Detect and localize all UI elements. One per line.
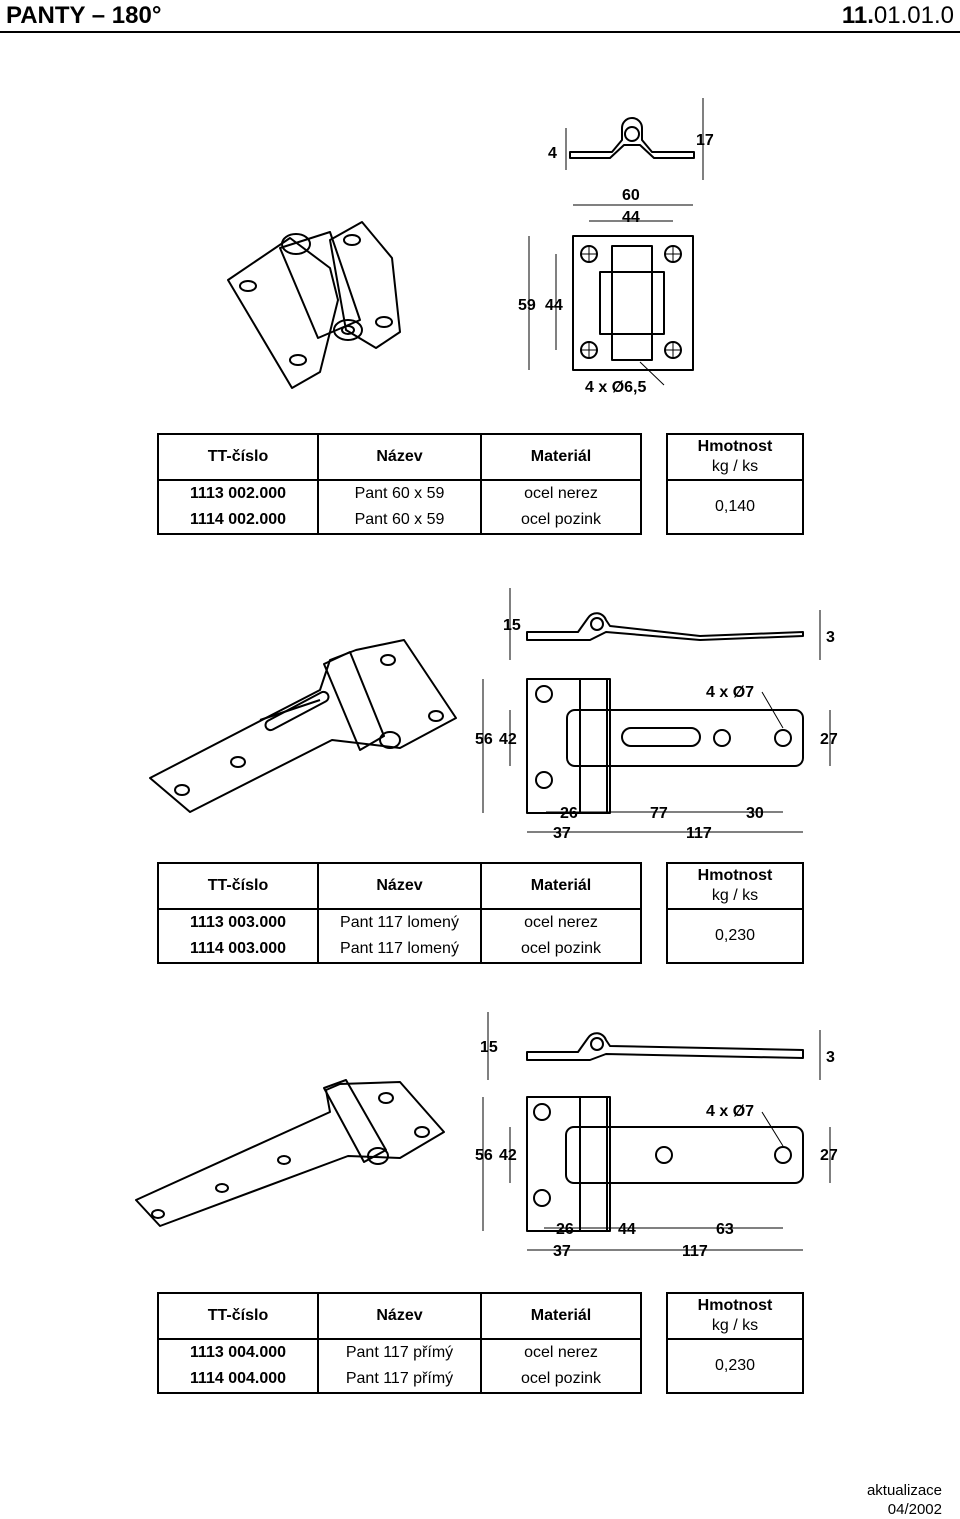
product-material: ocel nerez xyxy=(480,908,642,936)
table-gap xyxy=(641,434,667,480)
dim-width-outer-label: 60 xyxy=(622,187,640,204)
col-tt: TT-číslo xyxy=(157,433,319,481)
dim-holes-label: 4 x Ø6,5 xyxy=(585,379,646,396)
tt-number: 1114 004.000 xyxy=(157,1366,319,1394)
table-gap xyxy=(641,909,667,936)
table-gap xyxy=(641,1366,667,1393)
dim-width-inner-label: 44 xyxy=(622,209,640,226)
weight-unit: kg / ks xyxy=(711,1317,759,1334)
weight-unit: kg / ks xyxy=(711,458,759,475)
col-material: Materiál xyxy=(480,1292,642,1340)
product-material: ocel pozink xyxy=(480,1366,642,1394)
dim-37-label: 37 xyxy=(553,1243,571,1260)
dim-top-left-label: 15 xyxy=(480,1039,498,1056)
catalog-code-bold: 11. xyxy=(841,2,874,29)
tt-number: 1113 002.000 xyxy=(157,479,319,507)
col-tt: TT-číslo xyxy=(157,1292,319,1340)
page-header: PANTY – 180° 11.01.01.0 xyxy=(0,0,960,33)
product-material: ocel pozink xyxy=(480,507,642,535)
col-weight: Hmotnost kg / ks xyxy=(666,433,804,481)
footer-update-label: aktualizace xyxy=(866,1482,942,1499)
col-tt: TT-číslo xyxy=(157,862,319,910)
col-name: Název xyxy=(317,862,482,910)
product-material: ocel nerez xyxy=(480,1338,642,1366)
tt-number: 1113 004.000 xyxy=(157,1338,319,1366)
dim-height-outer-label: 56 xyxy=(475,731,493,748)
hinge-117-bent-iso-sketch xyxy=(149,639,457,813)
weight-unit: kg / ks xyxy=(711,887,759,904)
table-gap xyxy=(641,1293,667,1339)
product-name: Pant 117 lomený xyxy=(317,908,482,936)
hinge-60x59-drawing: 4 17 60 44 59 44 4 x Ø6,5 xyxy=(227,98,714,396)
catalog-code-rest: 01.01.0 xyxy=(873,2,954,29)
hinge-117-straight-drawing: 15 3 4 x Ø7 56 42 27 26 44 63 37 117 xyxy=(135,1012,838,1260)
table-gap xyxy=(641,863,667,909)
dim-63-label: 63 xyxy=(716,1221,734,1238)
tt-number: 1113 003.000 xyxy=(157,908,319,936)
footer-update-date: 04/2002 xyxy=(887,1501,942,1518)
footer-update: aktualizace 04/2002 xyxy=(867,1481,942,1519)
col-name: Název xyxy=(317,433,482,481)
product-name: Pant 60 x 59 xyxy=(317,479,482,507)
product-name: Pant 117 přímý xyxy=(317,1366,482,1394)
hinge-117-bent-drawing: 15 3 4 x Ø7 56 42 27 26 77 30 37 117 xyxy=(149,588,838,842)
table-gap xyxy=(641,480,667,507)
dim-117-label: 117 xyxy=(686,825,712,842)
product-name: Pant 117 přímý xyxy=(317,1338,482,1366)
dim-height-outer-label: 56 xyxy=(475,1147,493,1164)
dim-height-right-label: 27 xyxy=(820,1147,838,1164)
hinge-117-straight-iso-sketch xyxy=(135,1079,445,1227)
col-weight: Hmotnost kg / ks xyxy=(666,862,804,910)
dim-26-label: 26 xyxy=(556,1221,574,1238)
dim-37-label: 37 xyxy=(553,825,571,842)
dim-117-label: 117 xyxy=(682,1243,708,1260)
product-weight: 0,230 xyxy=(666,1338,804,1394)
weight-label: Hmotnost xyxy=(697,438,773,455)
col-material: Materiál xyxy=(480,433,642,481)
dim-height-inner-label: 44 xyxy=(545,297,563,314)
product-weight: 0,230 xyxy=(666,908,804,964)
dim-30-label: 30 xyxy=(746,805,764,822)
col-weight: Hmotnost kg / ks xyxy=(666,1292,804,1340)
dim-height-right-label: 27 xyxy=(820,731,838,748)
dim-holes-label: 4 x Ø7 xyxy=(706,1103,754,1120)
page-title: PANTY – 180° xyxy=(6,2,162,29)
product-material: ocel nerez xyxy=(480,479,642,507)
col-material: Materiál xyxy=(480,862,642,910)
product-name: Pant 60 x 59 xyxy=(317,507,482,535)
weight-label: Hmotnost xyxy=(697,867,773,884)
dim-thickness-label: 4 xyxy=(548,145,557,162)
dim-height-label: 17 xyxy=(696,132,714,149)
product-material: ocel pozink xyxy=(480,936,642,964)
dim-77-label: 77 xyxy=(650,805,668,822)
dim-height-inner-label: 42 xyxy=(499,731,517,748)
hinge-60x59-iso-sketch xyxy=(227,221,401,389)
table-gap xyxy=(641,1339,667,1366)
dim-holes-label: 4 x Ø7 xyxy=(706,684,754,701)
product-weight: 0,140 xyxy=(666,479,804,535)
dim-top-right-label: 3 xyxy=(826,1049,835,1066)
catalog-code: 11.01.01.0 xyxy=(842,2,954,30)
col-name: Název xyxy=(317,1292,482,1340)
dim-height-outer-label: 59 xyxy=(518,297,536,314)
tt-number: 1114 003.000 xyxy=(157,936,319,964)
dim-26-label: 26 xyxy=(560,805,578,822)
table-gap xyxy=(641,507,667,534)
product-name: Pant 117 lomený xyxy=(317,936,482,964)
weight-label: Hmotnost xyxy=(697,1297,773,1314)
dim-44-label: 44 xyxy=(618,1221,636,1238)
dim-top-right-label: 3 xyxy=(826,629,835,646)
dim-top-left-label: 15 xyxy=(503,617,521,634)
tt-number: 1114 002.000 xyxy=(157,507,319,535)
dim-height-inner-label: 42 xyxy=(499,1147,517,1164)
table-gap xyxy=(641,936,667,963)
